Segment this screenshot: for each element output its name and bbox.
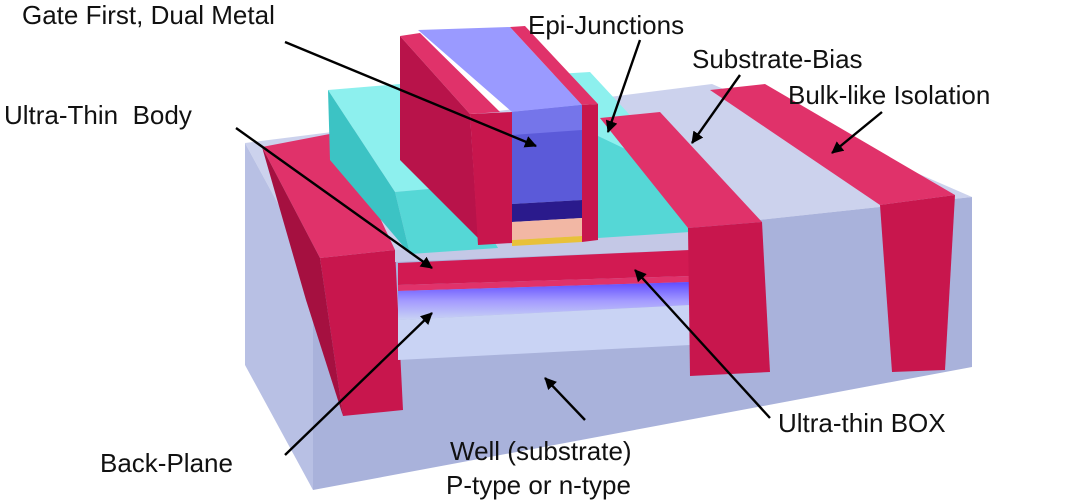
arrow-well xyxy=(544,377,586,421)
source-front xyxy=(395,186,498,254)
label-ultra-thin-body: Ultra-Thin Body xyxy=(4,100,192,130)
arrow-gate xyxy=(284,40,537,148)
gate-spacer-right-top xyxy=(510,26,598,105)
label-well-type: P-type or n-type xyxy=(446,470,631,500)
source-side xyxy=(328,90,410,254)
label-gate-first-dual-metal: Gate First, Dual Metal xyxy=(22,0,275,30)
label-well-substrate: Well (substrate) xyxy=(450,436,632,466)
gate-spacer-right-front xyxy=(582,104,598,242)
gate-metal-shade xyxy=(512,105,582,135)
gate-interlayer-yellow xyxy=(512,236,582,246)
ultra-thin-body-top xyxy=(395,230,690,262)
back-plane-region xyxy=(398,305,690,360)
label-back-plane: Back-Plane xyxy=(100,448,233,478)
gate-metal-top xyxy=(418,27,582,112)
box-layer-bottom-edge xyxy=(398,276,690,291)
label-bulk-like-isolation: Bulk-like Isolation xyxy=(788,80,990,110)
gate-spacer-left-top xyxy=(400,33,500,114)
label-ultra-thin-box: Ultra-thin BOX xyxy=(778,408,946,438)
sti-middle-top xyxy=(600,112,762,228)
arrow-isolation xyxy=(831,111,883,154)
channel-stack xyxy=(395,230,690,360)
ultra-thin-body xyxy=(398,250,690,285)
gate-stack xyxy=(400,26,598,246)
gate-interlayer xyxy=(512,218,582,240)
gate-spacer-left xyxy=(400,36,478,238)
label-substrate-bias: Substrate-Bias xyxy=(692,44,863,74)
arrow-epi xyxy=(605,39,642,133)
label-epi-junctions: Epi-Junctions xyxy=(528,10,684,40)
sti-middle xyxy=(600,112,770,376)
sti-left-front xyxy=(320,250,403,416)
arrow-back-plane xyxy=(284,312,433,456)
labels: Gate First, Dual Metal Epi-Junctions Sub… xyxy=(4,0,990,500)
sti-left-side xyxy=(262,147,343,416)
sti-middle-front xyxy=(688,222,770,376)
gate-spacer-left-front xyxy=(470,112,512,245)
gate-oxide-hik xyxy=(512,200,582,222)
arrow-box xyxy=(634,269,771,419)
arrow-substrate-bias xyxy=(691,74,741,144)
annotation-arrows xyxy=(235,39,883,456)
sti-right-front xyxy=(880,195,955,372)
drain-front xyxy=(598,136,690,238)
substrate-front-face xyxy=(245,143,313,490)
arrow-utb xyxy=(235,127,433,269)
ultra-thin-box-glow xyxy=(398,282,690,320)
